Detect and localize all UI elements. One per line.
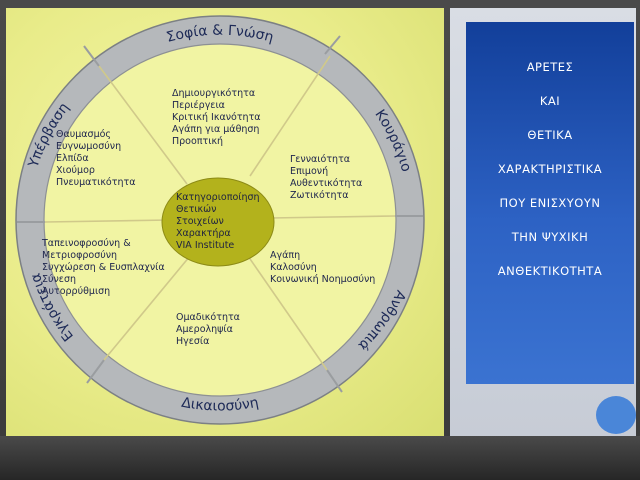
segment-courage: Γενναιότητα Επιμονή Αυθεντικότητα Ζωτικό… (290, 154, 362, 201)
strength-item: Χιούμορ (56, 165, 95, 176)
strength-item: Περιέργεια (172, 100, 225, 111)
title-line: ΤΗΝ ΨΥΧΙΚΗ (511, 230, 589, 244)
hub-line: VIA Institute (176, 240, 234, 251)
strength-item: Καλοσύνη (270, 262, 317, 273)
strength-item: Ομαδικότητα (176, 312, 240, 323)
virtue-label-wisdom: Σοφία & Γνώση (165, 23, 275, 46)
strength-item: Προοπτική (172, 136, 223, 147)
title-line: ΘΕΤΙΚΑ (527, 128, 573, 142)
slide-nav-button[interactable] (596, 396, 636, 434)
hub-line: Κατηγοριοποίηση (176, 192, 260, 203)
segment-temperance: Ταπεινοφροσύνη & Μετριοφροσύνη Συγχώρεση… (41, 238, 165, 297)
strength-item: Αυτορρύθμιση (42, 286, 110, 297)
strength-item: Κριτική Ικανότητα (172, 112, 261, 123)
hub-line: Θετικών (176, 204, 216, 215)
strength-item: Αυθεντικότητα (290, 178, 362, 189)
title-line: ΑΝΘΕΚΤΙΚΟΤΗΤΑ (497, 264, 603, 278)
virtue-label-justice: Δικαιοσύνη (180, 395, 260, 415)
strength-item: Ευγνωμοσύνη (56, 141, 121, 152)
segment-transcendence: Θαυμασμός Ευγνωμοσύνη Ελπίδα Χιούμορ Πνε… (56, 129, 135, 188)
title-line: ΚΑΙ (539, 94, 561, 108)
center-hub (161, 177, 275, 267)
hub-line: Χαρακτήρα (176, 228, 231, 239)
title-line: ΑΡΕΤΕΣ (526, 60, 574, 74)
rim-dividers (17, 35, 423, 393)
strength-item: Πνευματικότητα (56, 177, 135, 188)
title-line: ΧΑΡΑΚΤΗΡΙΣΤΙΚΑ (497, 162, 603, 176)
strength-item: Γενναιότητα (290, 154, 350, 165)
hub-line: Στοιχείων (176, 216, 224, 227)
strength-item: Συγχώρεση & Ευσπλαχνία (42, 262, 165, 273)
segment-dividers (44, 55, 396, 371)
segment-justice: Ομαδικότητα Αμεροληψία Ηγεσία (176, 312, 240, 347)
strength-item: Ζωτικότητα (290, 190, 349, 201)
strength-item: Αγάπη για μάθηση (172, 124, 259, 135)
strength-item: Αμεροληψία (176, 324, 233, 335)
screen-bottom-edge (0, 436, 640, 480)
strength-item: Ηγεσία (176, 336, 209, 347)
slide-title-box: ΑΡΕΤΕΣ ΚΑΙ ΘΕΤΙΚΑ ΧΑΡΑΚΤΗΡΙΣΤΙΚΑ ΠΟΥ ΕΝΙ… (466, 22, 634, 384)
strength-item: Θαυμασμός (56, 129, 111, 140)
strength-item: Μετριοφροσύνη (42, 250, 117, 261)
segment-humanity: Αγάπη Καλοσύνη Κοινωνική Νοημοσύνη (270, 250, 375, 285)
title-line: ΠΟΥ ΕΝΙΣΧΥΟΥΝ (499, 196, 601, 210)
strength-item: Ελπίδα (56, 153, 89, 164)
strength-item: Ταπεινοφροσύνη & (41, 238, 131, 249)
strength-item: Σύνεση (42, 274, 76, 285)
hub-caption: Κατηγοριοποίηση Θετικών Στοιχείων Χαρακτ… (176, 192, 260, 251)
segment-wisdom: Δημιουργικότητα Περιέργεια Κριτική Ικανό… (172, 88, 261, 147)
strength-item: Κοινωνική Νοημοσύνη (270, 274, 375, 285)
strength-item: Δημιουργικότητα (172, 88, 255, 99)
strength-item: Επιμονή (290, 166, 328, 177)
strength-item: Αγάπη (270, 250, 300, 261)
